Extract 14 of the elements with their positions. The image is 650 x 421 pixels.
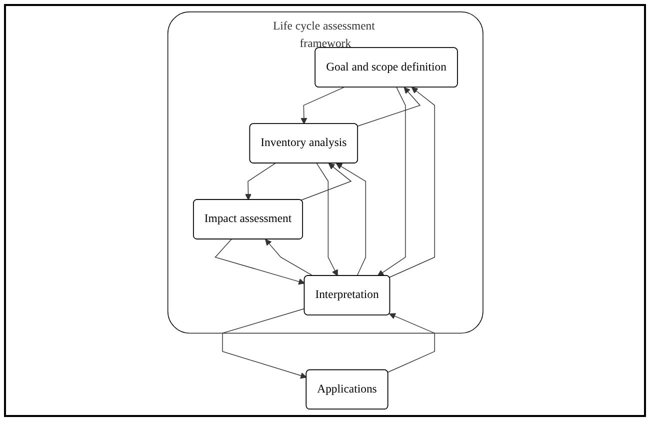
arrow [376,87,406,276]
arrow [387,313,435,373]
arrow [300,163,352,201]
arrow [264,239,313,276]
arrow [222,308,306,379]
cluster [167,11,483,334]
arrow [244,163,276,200]
arrow [300,87,344,124]
arrow [388,87,435,278]
arrow [336,163,366,276]
arrow [316,163,338,276]
frame-border: Life cycle assessment framework Goal and scope definition Inventory analysis Impact assessment Interpretation Applications [4,4,646,417]
arrow [356,87,420,127]
arrow [214,238,304,285]
